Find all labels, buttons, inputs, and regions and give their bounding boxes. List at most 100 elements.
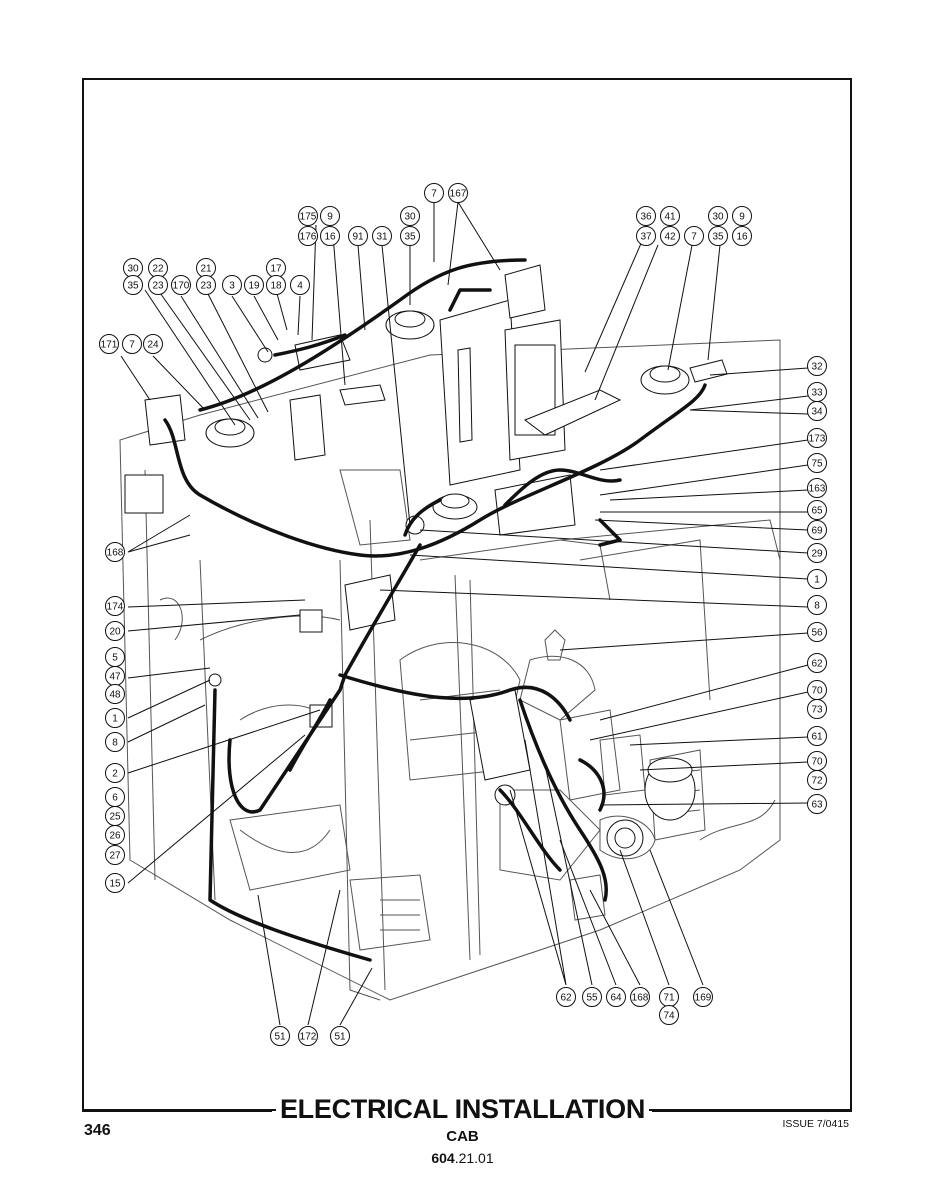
callout-1: 1	[807, 569, 827, 589]
callout-73: 73	[807, 699, 827, 719]
wiring-harness	[163, 258, 707, 962]
callout-70: 70	[807, 680, 827, 700]
callout-label: 9	[327, 212, 333, 223]
callout-36: 36	[636, 206, 656, 226]
callout-32: 32	[807, 356, 827, 376]
title-rule-left	[82, 1110, 272, 1112]
callout-label: 65	[811, 506, 823, 517]
callout-circle	[143, 334, 163, 354]
callout-20: 20	[105, 621, 125, 641]
callout-167: 167	[448, 183, 468, 203]
callout-label: 73	[811, 705, 823, 716]
callout-label: 19	[248, 281, 260, 292]
callout-circle	[807, 699, 827, 719]
callout-35: 35	[123, 275, 143, 295]
callout-circle	[298, 1026, 318, 1046]
callout-label: 2	[112, 769, 118, 780]
callout-circle	[244, 275, 264, 295]
callout-label: 70	[811, 686, 823, 697]
callout-label: 47	[109, 672, 121, 683]
callout-label: 3	[229, 281, 235, 292]
callout-circle	[807, 453, 827, 473]
page-number: 346	[84, 1122, 111, 1139]
callout-circle	[693, 987, 713, 1007]
callout-15: 15	[105, 873, 125, 893]
callout-174: 174	[105, 596, 125, 616]
callout-label: 1	[112, 714, 118, 725]
callout-circle	[659, 1005, 679, 1025]
callout-6: 6	[105, 787, 125, 807]
callout-label: 31	[376, 232, 388, 243]
callout-circle	[105, 732, 125, 752]
callout-label: 35	[712, 232, 724, 243]
callout-label: 8	[112, 738, 118, 749]
callout-label: 163	[809, 484, 826, 495]
page-subtitle: CAB	[446, 1128, 479, 1145]
callout-8: 8	[807, 595, 827, 615]
page-title: ELECTRICAL INSTALLATION	[0, 1094, 925, 1125]
callout-72: 72	[807, 770, 827, 790]
callout-172: 172	[298, 1026, 318, 1046]
callout-30: 30	[400, 206, 420, 226]
callout-label: 33	[811, 388, 823, 399]
callout-circle	[708, 206, 728, 226]
callout-41: 41	[660, 206, 680, 226]
upper-components	[124, 264, 728, 857]
callout-65: 65	[807, 500, 827, 520]
callout-63: 63	[807, 794, 827, 814]
callout-34: 34	[807, 401, 827, 421]
callout-circle	[807, 794, 827, 814]
callout-64: 64	[606, 987, 626, 1007]
callout-circle	[105, 621, 125, 641]
callout-label: 1	[814, 575, 820, 586]
callout-168: 168	[105, 542, 125, 562]
callout-circle	[606, 987, 626, 1007]
callout-48: 48	[105, 684, 125, 704]
callout-circle	[348, 226, 368, 246]
callout-22: 22	[148, 258, 168, 278]
callout-circle	[807, 428, 827, 448]
callout-label: 171	[101, 340, 118, 351]
callout-label: 169	[695, 993, 712, 1004]
callout-label: 51	[274, 1032, 286, 1043]
callout-circle	[148, 275, 168, 295]
callout-circle	[636, 226, 656, 246]
callout-circle	[732, 226, 752, 246]
callout-75: 75	[807, 453, 827, 473]
callout-circle	[122, 334, 142, 354]
callout-label: 29	[811, 549, 823, 560]
callout-71: 71	[659, 987, 679, 1007]
callout-label: 25	[109, 812, 121, 823]
callout-circle	[105, 845, 125, 865]
callout-7: 7	[684, 226, 704, 246]
callout-170: 170	[171, 275, 191, 295]
callout-label: 16	[324, 232, 336, 243]
callout-circle	[708, 226, 728, 246]
callout-label: 56	[811, 628, 823, 639]
issue-code: ISSUE 7/0415	[782, 1118, 849, 1130]
callout-7: 7	[122, 334, 142, 354]
callout-69: 69	[807, 520, 827, 540]
callout-3: 3	[222, 275, 242, 295]
callout-label: 35	[127, 281, 139, 292]
callout-42: 42	[660, 226, 680, 246]
callout-circle	[424, 183, 444, 203]
callout-label: 30	[127, 264, 139, 275]
callout-circle	[660, 226, 680, 246]
callout-31: 31	[372, 226, 392, 246]
callout-circle	[807, 478, 827, 498]
callout-label: 4	[297, 281, 303, 292]
callout-label: 7	[691, 232, 697, 243]
callout-label: 70	[811, 757, 823, 768]
callout-37: 37	[636, 226, 656, 246]
callout-circle	[807, 500, 827, 520]
callout-91: 91	[348, 226, 368, 246]
callout-169: 169	[693, 987, 713, 1007]
callout-circle	[807, 595, 827, 615]
callout-label: 167	[450, 189, 467, 200]
callout-label: 170	[173, 281, 190, 292]
callout-circle	[290, 275, 310, 295]
callout-circle	[298, 226, 318, 246]
callout-circle	[630, 987, 650, 1007]
